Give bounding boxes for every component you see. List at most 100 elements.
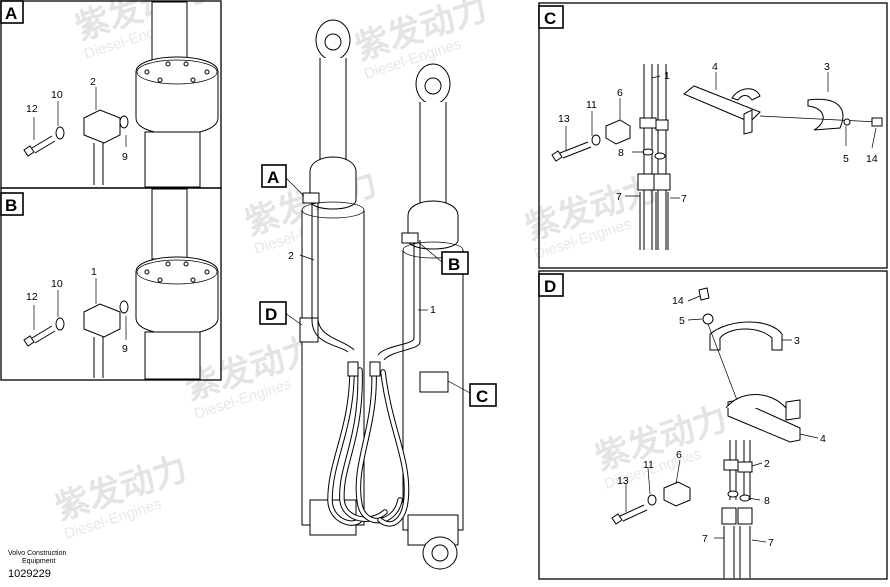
part-number: 2 — [764, 458, 770, 470]
panel-b-tag: B — [5, 196, 17, 215]
left-cylinder — [301, 19, 365, 536]
part-number: 6 — [676, 449, 682, 461]
fitting — [369, 361, 381, 377]
clamp — [709, 321, 783, 351]
cylinder-flange — [135, 1, 219, 188]
pipe — [93, 143, 104, 185]
part-number: 8 — [764, 495, 770, 507]
part-number: 14 — [866, 153, 878, 165]
washer — [55, 317, 65, 331]
panel-c: C 1 4 3 13 11 6 8 — [538, 2, 888, 269]
part-number: 1 — [664, 70, 670, 82]
cylinder-flange — [135, 188, 219, 380]
bolt — [611, 504, 648, 525]
fitting-block — [83, 109, 121, 144]
panel-b: B 12 10 1 9 — [0, 187, 222, 381]
part-number: 12 — [26, 291, 38, 303]
part-number: 3 — [794, 335, 800, 347]
panel-b-tag-box — [0, 192, 24, 216]
washer — [55, 126, 65, 140]
o-ring — [119, 115, 129, 129]
fitting-block — [605, 119, 631, 145]
drawing-number: 1029229 — [8, 568, 51, 580]
part-number: 14 — [672, 295, 684, 307]
bolt — [23, 325, 56, 347]
panel-b-frame — [0, 187, 222, 381]
part-number: 1 — [430, 304, 436, 316]
pipe — [643, 64, 667, 250]
bolt-axis — [759, 115, 879, 123]
part-number: 5 — [679, 315, 685, 327]
o-ring — [727, 490, 739, 498]
part-number: 5 — [843, 153, 849, 165]
bolt — [698, 287, 710, 301]
washer — [702, 313, 714, 325]
panel-a: A 12 10 2 9 — [0, 0, 222, 189]
o-ring — [654, 152, 666, 160]
part-number: 7 — [616, 191, 622, 203]
part-number: 11 — [586, 99, 597, 111]
washer — [591, 134, 601, 146]
bolt-axis — [707, 323, 741, 409]
part-number: 9 — [122, 151, 128, 163]
o-ring — [119, 300, 129, 314]
part-number: 2 — [288, 250, 294, 262]
part-number: 13 — [558, 113, 570, 125]
pipe — [93, 337, 104, 378]
right-cylinder — [402, 63, 464, 570]
part-number: 1 — [91, 266, 97, 278]
fitting — [723, 459, 739, 471]
panel-d-tag-box — [538, 273, 564, 297]
fitting — [639, 117, 657, 129]
part-number: 6 — [617, 87, 623, 99]
main-tag-b: B — [448, 255, 460, 274]
bracket-ear — [743, 109, 753, 135]
main-tag-d: D — [265, 305, 277, 324]
hose-fitting — [721, 507, 737, 525]
fitting-block — [83, 303, 121, 338]
clamp — [731, 88, 761, 101]
main-tag-a: A — [267, 168, 279, 187]
brand-line-2: Equipment — [22, 558, 56, 565]
footer: Volvo Construction Equipment 1029229 — [8, 550, 66, 580]
part-number: 7 — [681, 193, 687, 205]
panel-a-tag: A — [5, 4, 17, 23]
part-number: 12 — [26, 103, 38, 115]
hose — [639, 192, 669, 250]
fitting — [655, 119, 669, 131]
hose-bundle — [327, 367, 410, 527]
part-number: 2 — [90, 76, 96, 88]
hose-fitting — [737, 507, 753, 525]
washer — [843, 118, 851, 126]
fitting — [737, 461, 753, 473]
hose — [723, 526, 751, 578]
panel-c-frame — [538, 2, 888, 269]
fitting — [347, 361, 359, 377]
fitting — [401, 232, 419, 244]
bolt — [23, 135, 56, 157]
pipe-2 — [311, 200, 355, 353]
main-tag-d-box — [259, 301, 287, 325]
part-number: 10 — [51, 278, 63, 290]
hose-fitting — [653, 173, 671, 191]
main-assembly: A B C D 2 1 — [259, 19, 497, 570]
main-tag-c-box — [469, 383, 497, 407]
main-tag-b-box — [441, 251, 469, 275]
panel-c-tag: C — [544, 9, 556, 28]
fitting-block — [663, 481, 691, 507]
panel-d: D 14 5 3 4 2 13 11 6 — [538, 270, 888, 580]
part-number: 4 — [712, 61, 718, 73]
part-number: 9 — [122, 343, 128, 355]
panel-d-frame — [538, 270, 888, 580]
bolt — [551, 141, 592, 162]
part-number: 7 — [702, 533, 708, 545]
part-number: 11 — [643, 459, 654, 471]
pipe-1 — [377, 240, 421, 361]
brand-line-1: Volvo Construction — [8, 550, 66, 557]
clamp-lower — [725, 394, 787, 409]
panel-c-tag-box — [538, 5, 564, 29]
bracket-ear — [785, 399, 801, 421]
bolt — [871, 117, 883, 127]
fitting — [302, 192, 320, 204]
